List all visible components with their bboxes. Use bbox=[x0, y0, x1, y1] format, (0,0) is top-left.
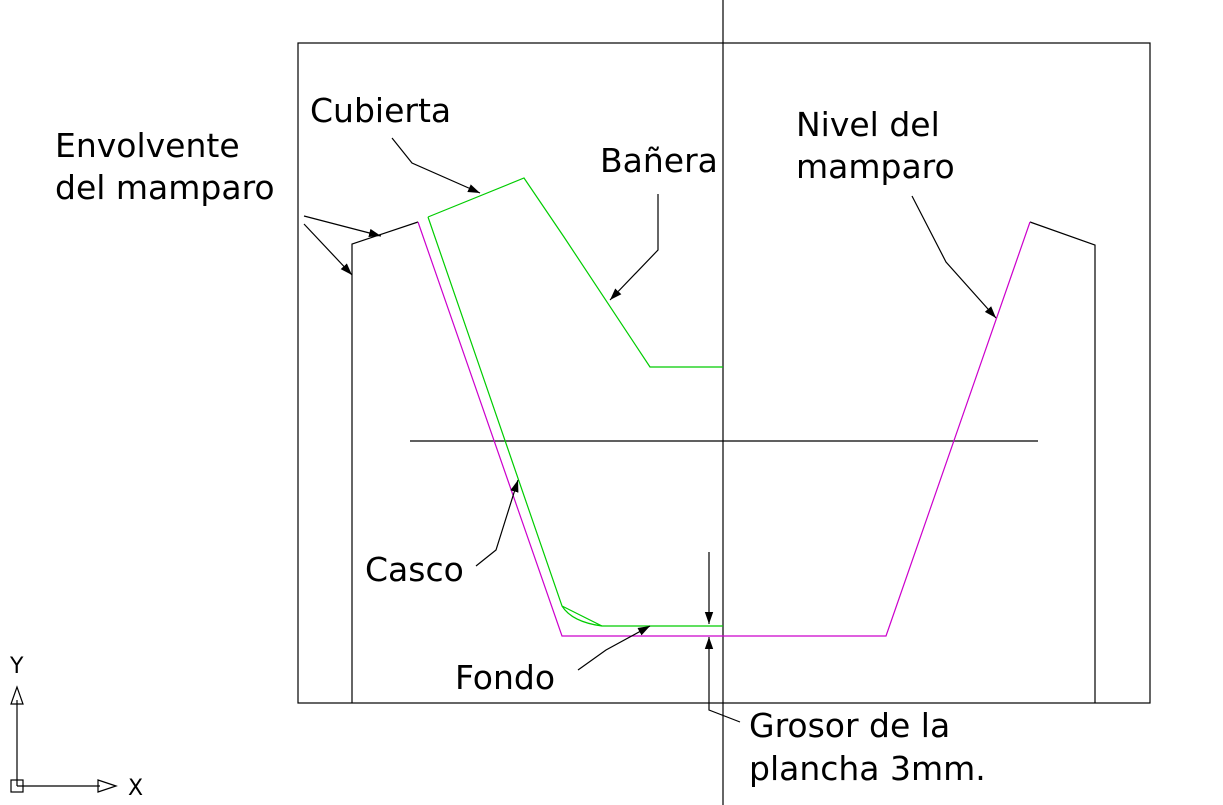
leader-casco bbox=[475, 479, 519, 567]
deck-cockpit-line bbox=[427, 177, 723, 368]
label-envolvente-line1: Envolvente bbox=[55, 126, 240, 165]
drawing-frame bbox=[297, 42, 1151, 704]
ucs-icon: Y X bbox=[9, 654, 143, 801]
label-envolvente-line2: del mamparo bbox=[55, 168, 275, 207]
leader-banera bbox=[609, 194, 659, 301]
ucs-x-label: X bbox=[128, 776, 143, 801]
label-grosor-line1: Grosor de la bbox=[749, 706, 950, 745]
leader-cubierta bbox=[391, 137, 481, 194]
leader-nivel bbox=[911, 195, 997, 319]
label-casco: Casco bbox=[365, 550, 464, 589]
leader-envolvente-lower bbox=[303, 223, 353, 276]
bulkhead-envelope-left bbox=[351, 221, 419, 703]
hull-line bbox=[417, 221, 1031, 637]
label-cubierta: Cubierta bbox=[310, 91, 451, 130]
label-fondo: Fondo bbox=[455, 658, 555, 697]
dimension-arrow-bottom bbox=[704, 637, 741, 723]
label-banera: Bañera bbox=[600, 141, 718, 180]
inner-hull-line bbox=[427, 216, 723, 627]
leader-envolvente-upper bbox=[303, 215, 382, 238]
label-grosor-line2: plancha 3mm. bbox=[749, 749, 986, 788]
bottom-fillet bbox=[561, 605, 603, 627]
label-nivel-line2: mamparo bbox=[796, 147, 955, 186]
label-nivel-line1: Nivel del bbox=[796, 105, 940, 144]
ucs-y-label: Y bbox=[9, 654, 24, 679]
bulkhead-envelope-right bbox=[1029, 221, 1096, 703]
leader-fondo bbox=[577, 625, 651, 671]
